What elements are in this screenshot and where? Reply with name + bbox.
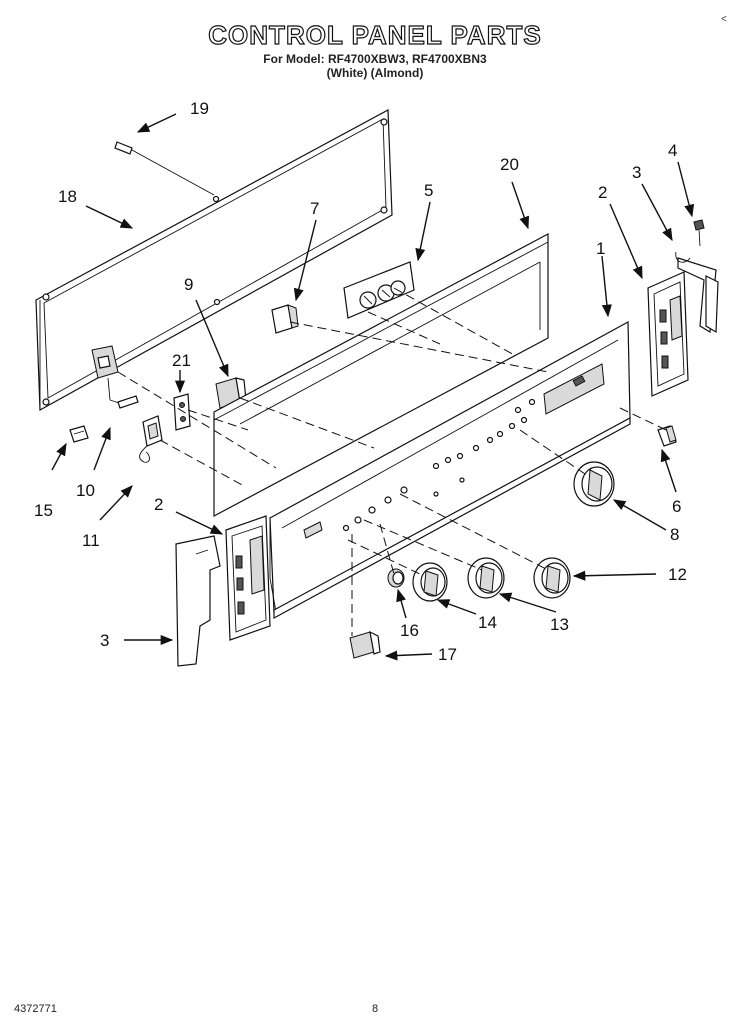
console-panel-1 [269,320,631,620]
document-number: 4372771 [14,1003,57,1015]
callout-8: 8 [670,525,679,544]
callout-3-left: 3 [100,631,109,650]
corner-mark: < [721,14,727,25]
callout-5: 5 [424,181,433,200]
insert-6 [657,425,677,447]
callout-15: 15 [34,501,53,520]
callout-16: 16 [400,621,419,640]
callout-6: 6 [672,497,681,516]
knob-12 [533,557,571,599]
page-number: 8 [372,1003,379,1015]
callout-21: 21 [172,351,191,370]
callout-3-right: 3 [632,163,641,182]
callout-1: 1 [596,239,605,258]
callout-arrows [51,113,695,661]
callout-10: 10 [76,481,95,500]
callout-12: 12 [668,565,687,584]
model-line: For Model: RF4700XBW3, RF4700XBN3 [263,52,487,66]
knob-8 [573,461,615,507]
end-cap-left-2 [225,515,271,641]
end-cap-right-2 [647,271,689,397]
callout-labels: 19 18 7 5 20 4 3 2 1 9 21 15 10 11 2 3 6… [34,99,687,664]
knob-13 [467,557,505,599]
callout-7: 7 [310,199,319,218]
callout-4: 4 [668,141,677,160]
callout-14: 14 [478,613,497,632]
screw-19 [114,141,215,196]
panel-buttons [342,398,536,532]
rear-panel-frame [35,109,393,411]
screw-4 [693,219,705,247]
callout-2-right: 2 [598,183,607,202]
assembly-lines [117,287,667,636]
end-bracket-left-3 [175,535,221,667]
lamp-socket-11 [139,415,163,463]
bracket-21 [173,393,191,431]
page-title: CONTROL PANEL PARTS [208,19,542,50]
switch-17 [349,630,381,659]
callout-13: 13 [550,615,569,634]
relay-7 [271,304,299,334]
knob-14 [412,562,448,602]
callout-17: 17 [438,645,457,664]
callout-18: 18 [58,187,77,206]
callout-2-left: 2 [154,495,163,514]
callout-11: 11 [82,531,100,550]
end-bracket-right-3 [675,251,719,334]
clip-15 [69,425,89,443]
terminal-block-10 [91,345,139,409]
callout-9: 9 [184,275,193,294]
button-16 [387,568,405,588]
panel-back-20 [213,233,549,517]
callout-20: 20 [500,155,519,174]
callout-19: 19 [190,99,209,118]
color-line: (White) (Almond) [326,66,424,80]
timer-plate-5 [343,261,415,319]
